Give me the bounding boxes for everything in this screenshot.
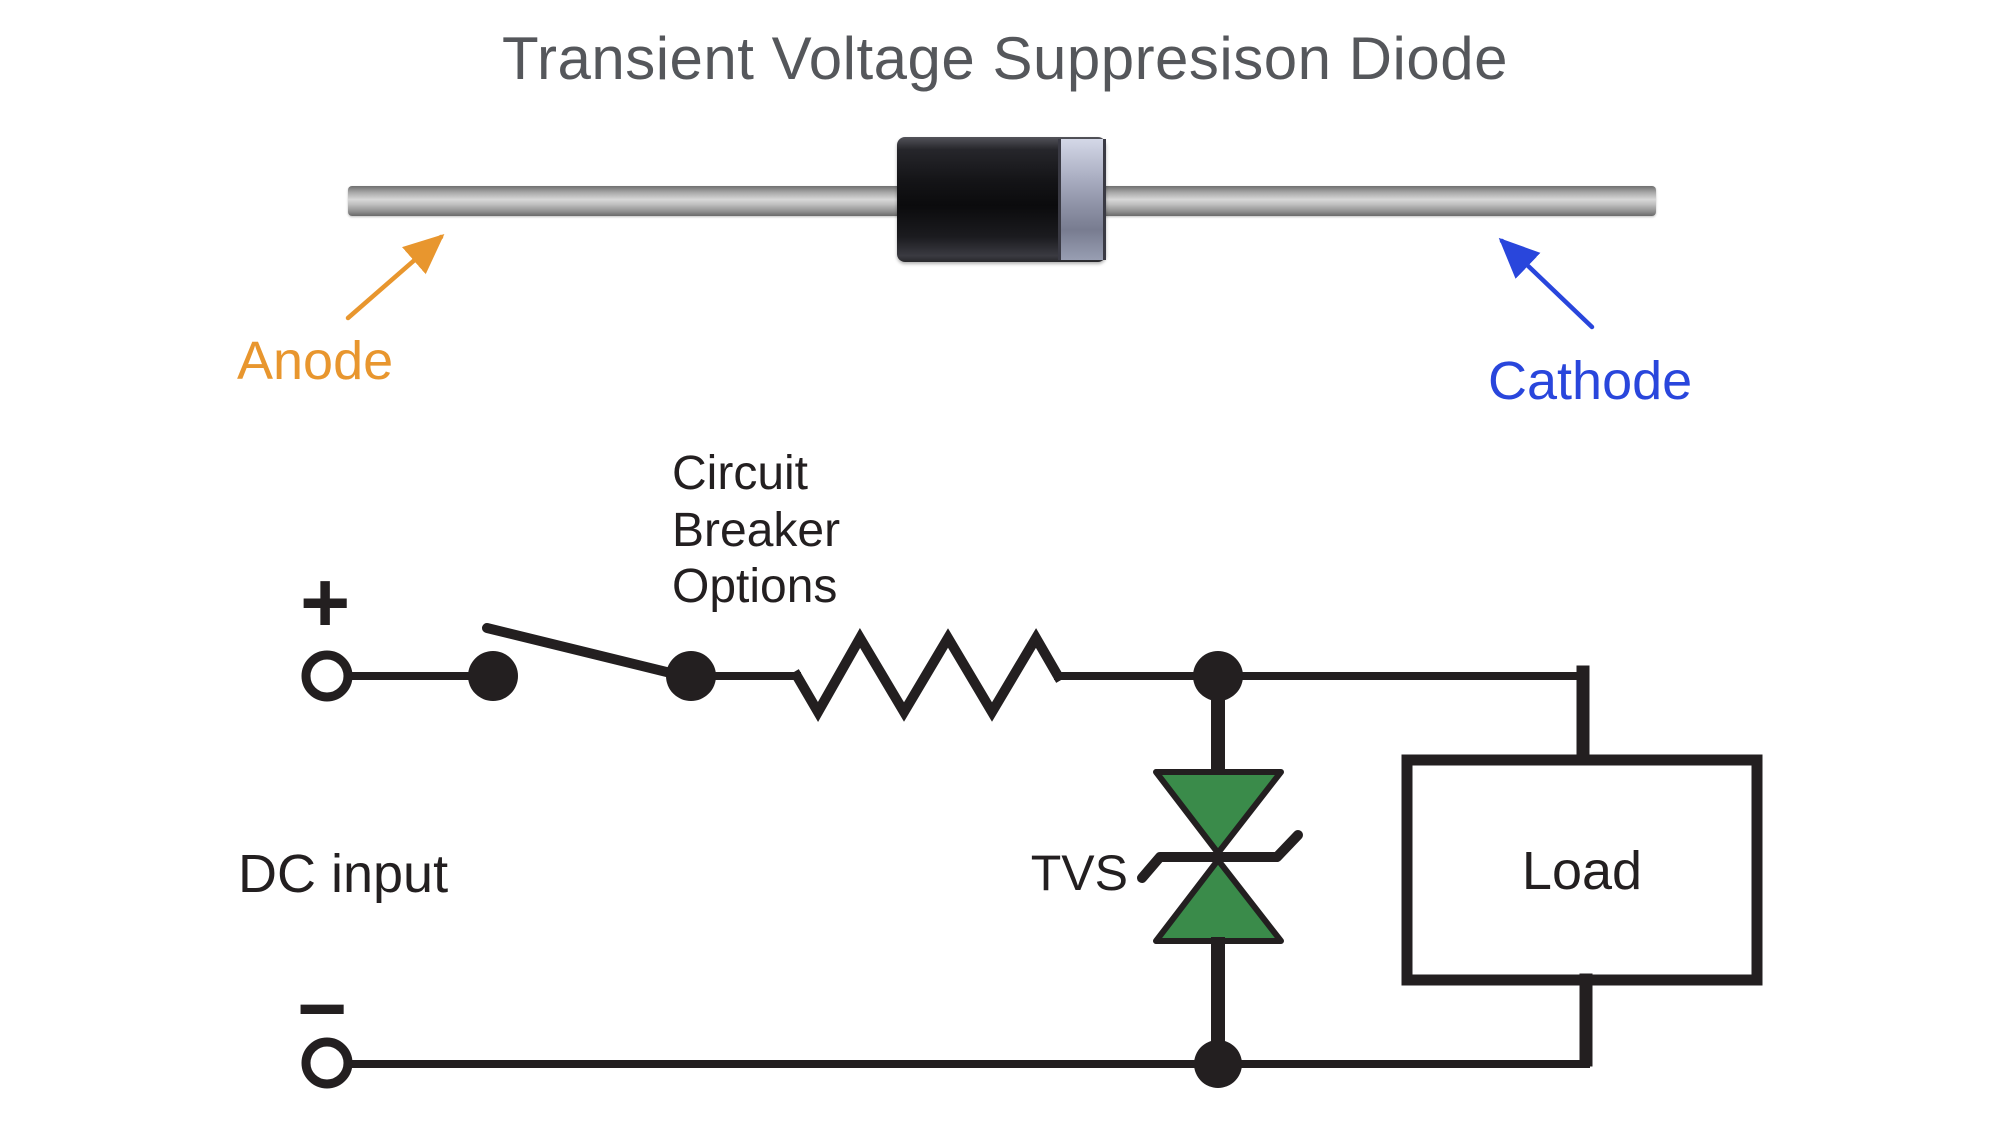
cathode-label: Cathode [1488,351,1693,411]
tvs-label: TVS [1030,845,1128,901]
diode-cathode-band [1058,139,1106,260]
tvs-zener-bar [1137,830,1303,883]
plus-terminal [301,650,353,702]
plus-label: + [300,555,351,651]
diagram-title: Transient Voltage Suppresison Diode [502,25,1508,92]
load-label: Load [1521,841,1643,901]
tvs-triangle-top [1153,769,1284,856]
minus-label: − [297,961,348,1057]
switch-contact-right [666,651,716,701]
circuit-breaker-label: Circuit Breaker Options [672,447,841,614]
anode-arrow-icon [345,234,445,321]
tvs-diode-symbol [1137,676,1303,1064]
minus-terminal [301,1037,353,1089]
anode-label: Anode [237,331,394,391]
dc-input-label: DC input [238,844,449,904]
cathode-arrow-icon [1498,237,1595,330]
resistor-symbol [790,628,1065,723]
switch-blade [482,623,696,683]
switch-contact-left [468,651,518,701]
tvs-triangle-bottom [1153,857,1284,944]
